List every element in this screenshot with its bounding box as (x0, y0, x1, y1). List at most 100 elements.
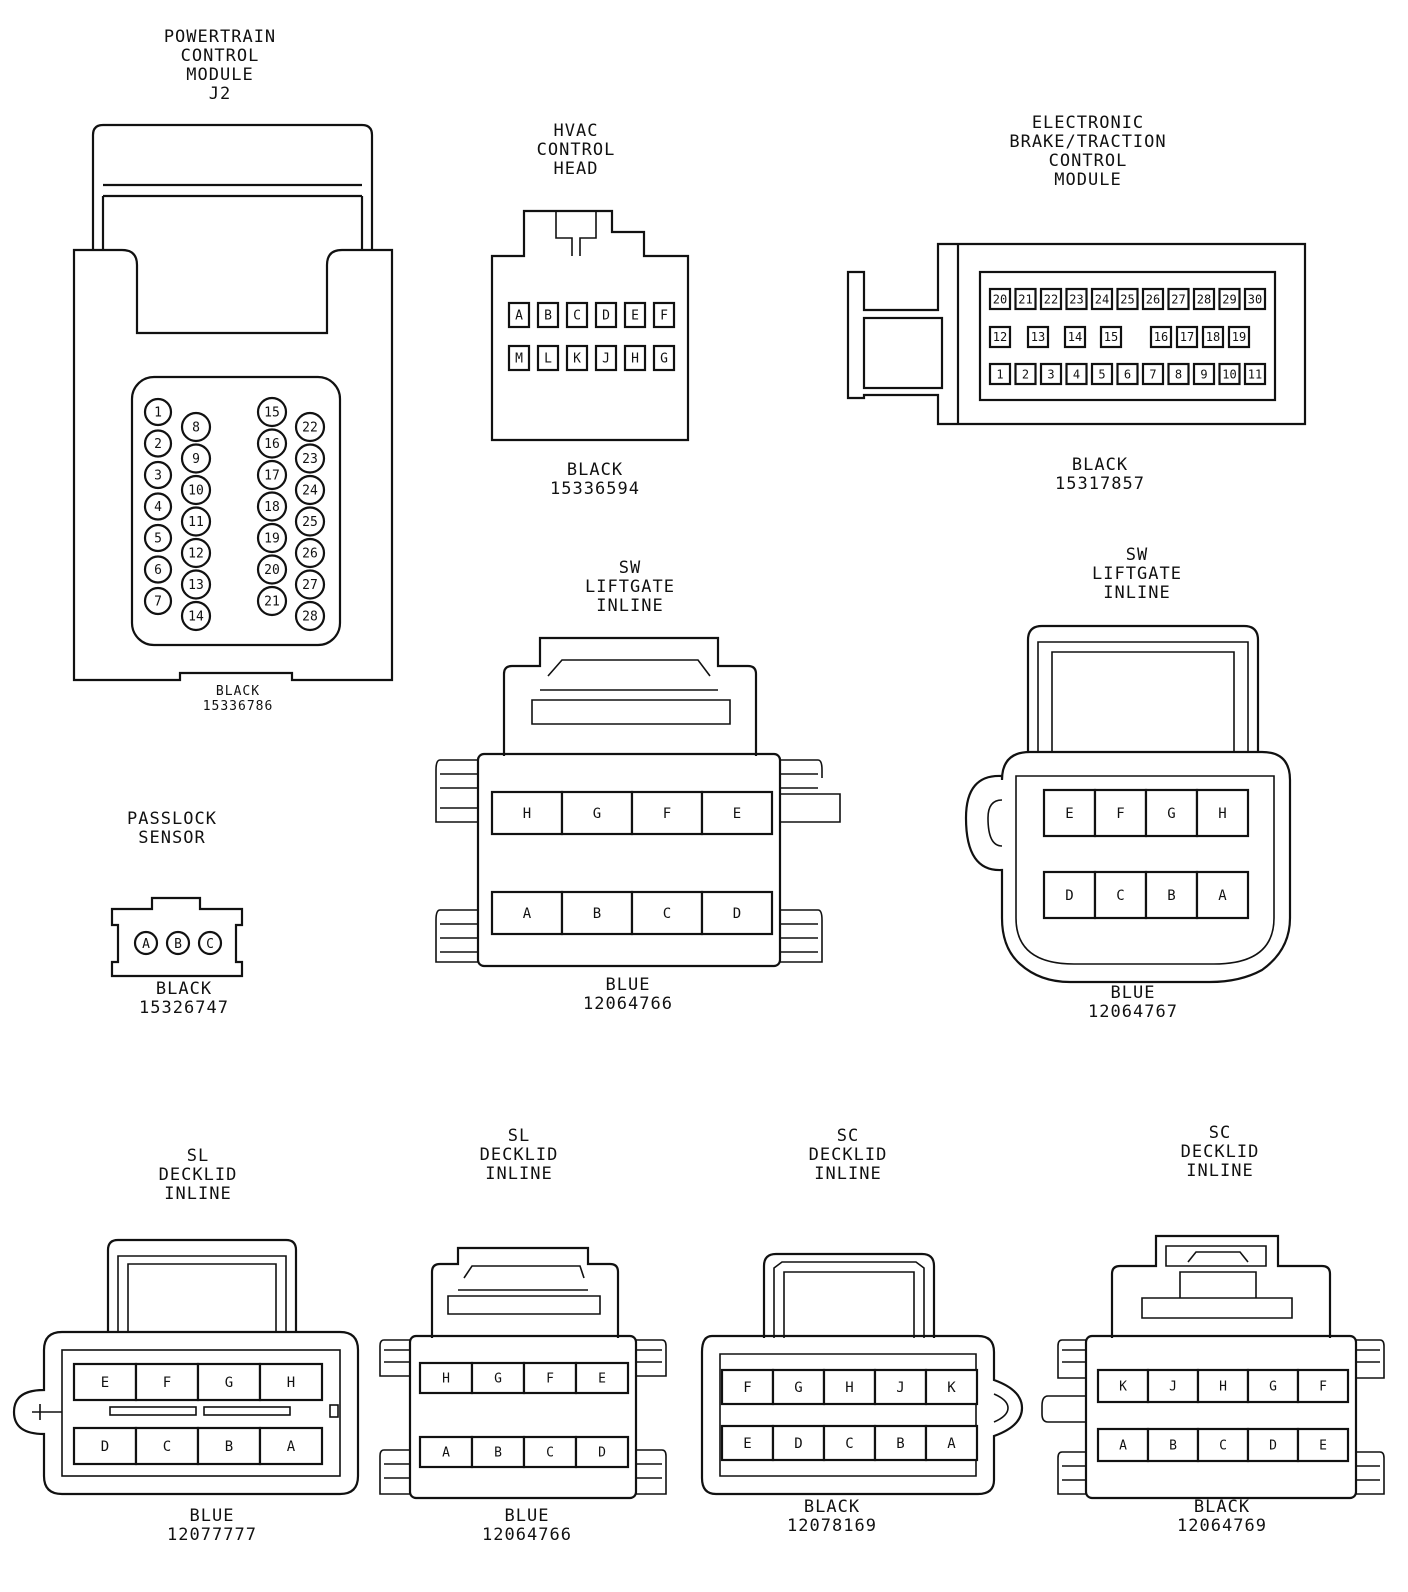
ebtcm-pin-label: 28 (1197, 292, 1211, 306)
sc-decklid-2-pin-C (1196, 1427, 1250, 1463)
sc-decklid-1-pin-H (822, 1368, 877, 1406)
sl-decklid-2-pin-label: H (442, 1372, 450, 1387)
sw-liftgate-1-pin-label: C (663, 906, 671, 922)
pcm-title: POWERTRAIN CONTROL MODULE J2 (163, 27, 277, 104)
sl-decklid-1-title: SL DECKLID INLINE (158, 1146, 238, 1204)
sl-decklid-1-pin-G (196, 1362, 262, 1402)
pcm-pin-23 (294, 443, 326, 474)
pcm-pin-label: 11 (188, 515, 204, 530)
sc-decklid-2-pin-label: A (1119, 1439, 1127, 1454)
sl-decklid-1-pin-label: G (225, 1375, 233, 1391)
sl-decklid-1-color: BLUE (189, 1506, 235, 1526)
ebtcm-pin-label: 9 (1200, 367, 1207, 381)
hvac-part: 15336594 (550, 479, 640, 499)
hvac-pin-B (536, 301, 560, 329)
pcm-pin-21 (256, 585, 288, 617)
sw-liftgate-1-pin-label: B (593, 906, 601, 922)
pcm-pin-label: 27 (302, 578, 318, 593)
sw-liftgate-1-pin-label: D (733, 906, 741, 922)
ebtcm-pin-label: 12 (993, 330, 1007, 344)
hvac-pin-E (623, 301, 647, 329)
hvac-title: HVAC CONTROL HEAD (536, 121, 616, 179)
ebtcm-pin-label: 21 (1018, 292, 1032, 306)
ebtcm-pin-label: 4 (1073, 367, 1080, 381)
sw-liftgate-2-caption: BLUE 12064767 (1088, 984, 1178, 1022)
sc-decklid-1-pin-label: B (896, 1436, 904, 1452)
passlock-pin-label: C (206, 937, 214, 952)
pcm-pin-9 (180, 443, 212, 474)
hvac-pin-label: L (544, 352, 552, 367)
ebtcm-pin-label: 8 (1175, 367, 1182, 381)
sw-liftgate-2-pin-B (1144, 870, 1199, 920)
pcm-pin-25 (294, 506, 326, 537)
pcm-pin-17 (256, 459, 288, 491)
passlock-pin-B (165, 930, 191, 956)
hvac-pin-D (594, 301, 618, 329)
ebtcm-title: ELECTRONIC BRAKE/TRACTION CONTROL MODULE (1009, 113, 1167, 190)
pcm-pin-10 (180, 474, 212, 506)
ebtcm-pin-label: 6 (1124, 367, 1131, 381)
sc-decklid-2-pin-label: G (1269, 1380, 1277, 1395)
passlock-pin-label: A (142, 937, 150, 952)
sw-liftgate-2-pin-D (1042, 870, 1097, 920)
pcm-pin-label: 5 (154, 532, 162, 547)
hvac-pin-K (565, 344, 589, 372)
sl-decklid-2-part: 12064766 (482, 1525, 572, 1545)
pcm-pin-11 (180, 506, 212, 537)
hvac-pin-label: E (631, 309, 639, 324)
sw-liftgate-2-pin-label: F (1116, 806, 1124, 822)
ebtcm-pin-label: 19 (1232, 330, 1246, 344)
pcm-pin-20 (256, 554, 288, 585)
pcm-pin-label: 3 (154, 469, 162, 484)
passlock-caption: BLACK 15326747 (139, 980, 229, 1018)
sl-decklid-1-pin-D (72, 1426, 138, 1466)
sl-decklid-2-pin-label: D (598, 1446, 606, 1461)
pcm-pin-5 (143, 523, 173, 553)
sc-decklid-1-pin-label: F (743, 1380, 751, 1396)
pcm-pin-15 (256, 396, 288, 428)
ebtcm-pin-2 (1014, 362, 1037, 386)
ebtcm-pin-label: 25 (1120, 292, 1134, 306)
ebtcm-pin-25 (1116, 287, 1139, 311)
sl-decklid-2-pin-G (470, 1361, 526, 1395)
sc-decklid-1-pin-label: K (947, 1380, 956, 1396)
ebtcm-pin-23 (1065, 287, 1088, 311)
passlock-color: BLACK (155, 979, 213, 999)
sc-decklid-1-pin-label: C (845, 1436, 853, 1452)
hvac-pin-label: D (602, 309, 610, 324)
ebtcm-pin-label: 18 (1206, 330, 1220, 344)
sw-liftgate-2-pin-label: C (1116, 888, 1124, 904)
pcm-pin-label: 22 (302, 421, 318, 436)
ebtcm-pin-label: 13 (1031, 330, 1045, 344)
ebtcm-pin-18 (1201, 325, 1225, 349)
ebtcm-pin-label: 3 (1047, 367, 1054, 381)
ebtcm-pin-10 (1218, 362, 1241, 386)
hvac-pin-L (536, 344, 560, 372)
sc-decklid-2-pin-label: H (1219, 1380, 1227, 1395)
pcm-pin-label: 2 (154, 437, 162, 452)
ebtcm-pin-24 (1090, 287, 1114, 311)
ebtcm-pin-27 (1167, 287, 1190, 311)
ebtcm-pin-1 (988, 362, 1012, 386)
sl-decklid-1-part: 12077777 (167, 1525, 257, 1545)
ebtcm-pin-13 (1026, 325, 1050, 349)
ebtcm-pin-17 (1175, 325, 1199, 349)
pcm-caption: BLACK 15336786 (203, 684, 274, 714)
sc-decklid-1-pin-J (873, 1368, 928, 1406)
pcm-pin-26 (294, 537, 326, 569)
sw-liftgate-1-pin-E (700, 790, 774, 836)
sl-decklid-1-pin-label: F (163, 1375, 171, 1391)
hvac-pin-H (623, 344, 647, 372)
sw-liftgate-2-part: 12064767 (1088, 1002, 1178, 1022)
pcm-connector: 1234567891011121314151617181920212223242… (72, 123, 394, 682)
sc-decklid-1-pin-label: G (794, 1380, 802, 1396)
hvac-pin-F (652, 301, 676, 329)
pcm-pin-19 (256, 522, 288, 554)
sc-decklid-2-caption: BLACK 12064769 (1177, 1498, 1267, 1536)
sl-decklid-1-pin-H (258, 1362, 324, 1402)
